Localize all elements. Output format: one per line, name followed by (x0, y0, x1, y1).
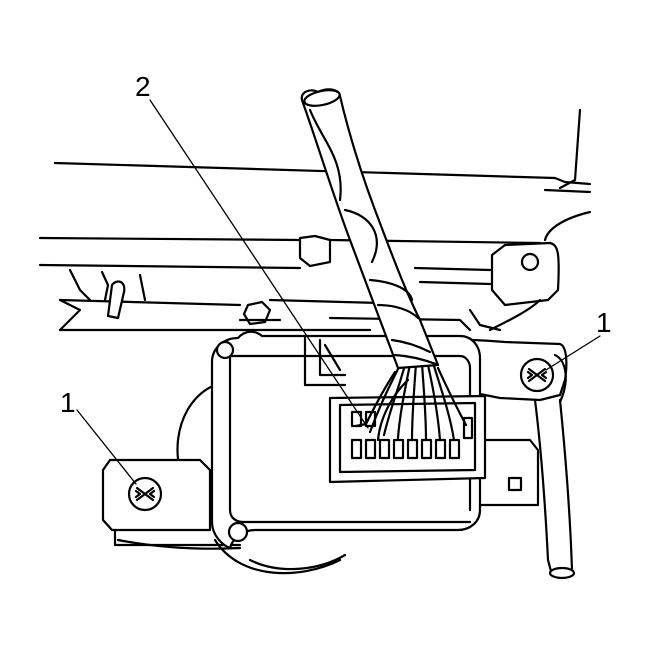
fastener-left (127, 476, 163, 512)
callout-fastener-left: 1 (60, 387, 76, 418)
hex-nut (238, 300, 282, 326)
callout-module: 2 (135, 71, 151, 102)
leader-lines (76, 99, 601, 485)
electrical-connector (328, 394, 487, 484)
wiring-harness (300, 88, 440, 370)
rear-bracket (468, 241, 560, 332)
callout-fastener-right: 1 (596, 307, 612, 338)
seat-frame (38, 108, 592, 332)
fastener-right (519, 357, 555, 393)
cable-right (533, 353, 576, 580)
